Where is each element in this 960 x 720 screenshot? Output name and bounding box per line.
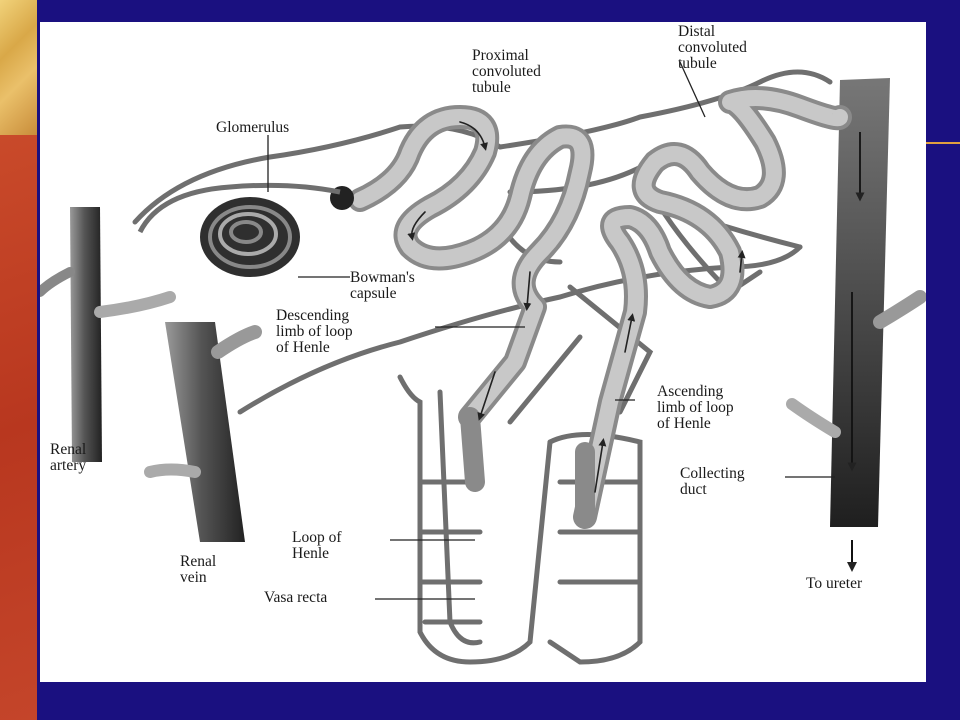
accent-line — [925, 142, 960, 144]
svg-text:Henle: Henle — [292, 545, 329, 562]
svg-text:duct: duct — [680, 481, 707, 498]
label-vasa: Vasa recta — [264, 589, 327, 606]
svg-text:convoluted: convoluted — [472, 63, 541, 80]
svg-text:Renal: Renal — [180, 553, 216, 570]
label-loop: Loop of Henle — [292, 529, 342, 562]
svg-text:Descending: Descending — [276, 307, 349, 324]
label-ascending: Ascending limb of loop of Henle — [657, 383, 734, 432]
svg-text:of Henle: of Henle — [657, 415, 711, 432]
collecting-duct — [786, 78, 926, 572]
svg-text:tubule: tubule — [472, 79, 511, 96]
svg-text:limb of loop: limb of loop — [276, 323, 353, 340]
svg-text:artery: artery — [50, 457, 86, 474]
svg-text:Glomerulus: Glomerulus — [216, 119, 289, 136]
svg-text:of Henle: of Henle — [276, 339, 330, 356]
svg-text:To ureter: To ureter — [806, 575, 863, 592]
svg-text:tubule: tubule — [678, 55, 717, 72]
svg-text:capsule: capsule — [350, 285, 397, 302]
svg-text:Bowman's: Bowman's — [350, 269, 415, 286]
renal-vein-vessel — [144, 322, 262, 542]
svg-text:limb of loop: limb of loop — [657, 399, 734, 416]
svg-text:Vasa recta: Vasa recta — [264, 589, 327, 606]
label-distal: Distal convoluted tubule — [678, 23, 747, 72]
svg-text:vein: vein — [180, 569, 207, 586]
svg-text:Distal: Distal — [678, 23, 715, 40]
svg-text:Renal: Renal — [50, 441, 86, 458]
svg-text:Loop of: Loop of — [292, 529, 342, 546]
nephron-diagram: Proximal convoluted tubule Distal convol… — [40, 23, 926, 665]
svg-text:Proximal: Proximal — [472, 47, 529, 64]
label-descending: Descending limb of loop of Henle — [276, 307, 353, 356]
label-renal-vein: Renal vein — [180, 553, 216, 586]
label-bowmans: Bowman's capsule — [350, 269, 415, 302]
svg-text:convoluted: convoluted — [678, 39, 747, 56]
svg-text:Ascending: Ascending — [657, 383, 724, 400]
glomerulus-structure — [137, 182, 354, 277]
label-renal-artery: Renal artery — [50, 441, 86, 474]
label-ureter: To ureter — [806, 575, 863, 592]
nephron-tubule — [348, 86, 852, 529]
label-glomerulus: Glomerulus — [216, 119, 289, 136]
leader-lines — [267, 61, 835, 600]
sidebar-gold-texture — [0, 0, 37, 135]
svg-text:Collecting: Collecting — [680, 465, 745, 482]
renal-artery-vessel — [40, 207, 176, 462]
label-proximal: Proximal convoluted tubule — [472, 47, 541, 96]
sidebar-red-band — [0, 135, 37, 720]
label-collecting: Collecting duct — [680, 465, 745, 498]
